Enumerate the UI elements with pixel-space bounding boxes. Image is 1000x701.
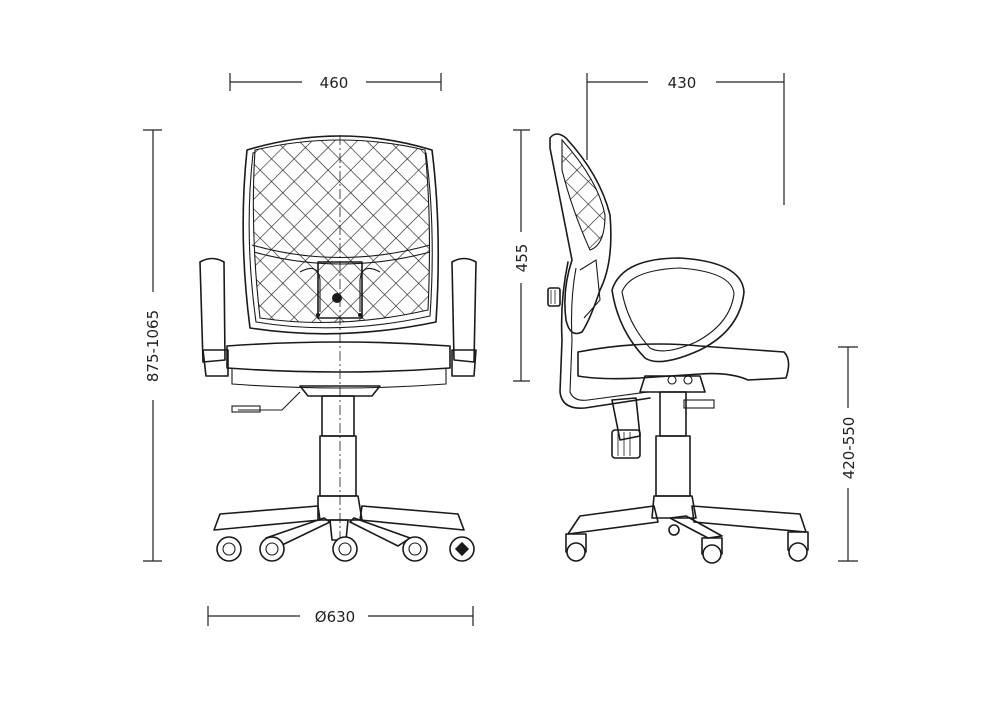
dimension-seat-height: 420-550 [838,346,858,562]
dimension-front-width: 460 [229,73,442,92]
front-width-label: 460 [320,74,349,92]
front-view-chair [199,135,477,562]
side-castors [565,524,809,564]
base-diameter-label: Ø630 [315,608,355,626]
side-depth-label: 430 [668,74,697,92]
seat-height-label: 420-550 [840,417,858,480]
total-height-label: 875-1065 [144,310,162,382]
side-view-chair [547,133,809,564]
dimension-base-diameter: Ø630 [207,606,474,626]
front-castors [216,536,475,562]
dimension-total-height: 875-1065 [143,129,162,562]
back-height-label: 455 [513,244,531,273]
dimension-back-height: 455 [513,129,531,382]
dimension-side-depth: 430 [586,73,785,205]
